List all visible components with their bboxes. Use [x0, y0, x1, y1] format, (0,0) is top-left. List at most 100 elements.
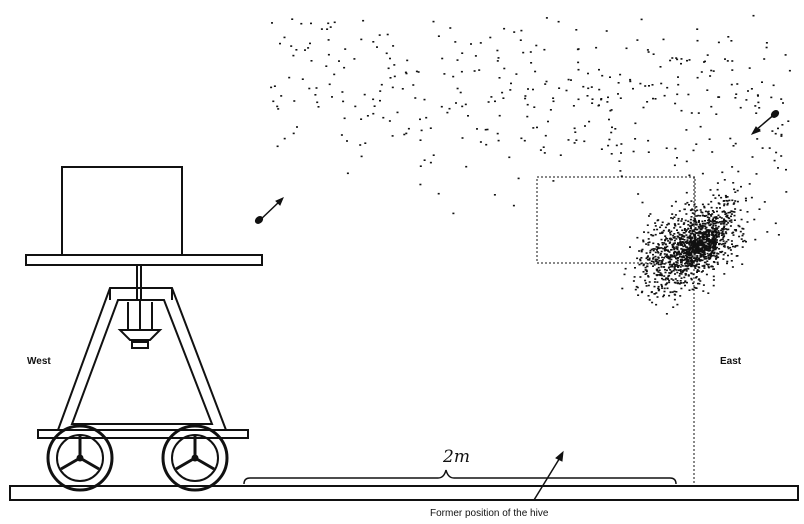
bee-dot	[693, 240, 695, 242]
bee-dot	[701, 251, 704, 254]
bee-dot	[669, 254, 672, 256]
bee-dot	[699, 125, 702, 128]
bee-dot	[701, 231, 704, 234]
bee-dot	[629, 78, 632, 81]
bee-dot	[657, 244, 660, 246]
bee-dot	[732, 231, 735, 234]
bee-dot	[703, 265, 706, 268]
bee-dot	[671, 265, 674, 268]
bee-dot	[498, 114, 501, 117]
bee-dot	[715, 258, 717, 260]
bee-dot	[673, 233, 676, 235]
bee-dot	[689, 233, 692, 235]
bee-dot	[539, 149, 542, 151]
bee-dot	[708, 257, 711, 260]
bee-dot	[686, 201, 689, 204]
bee-dot	[598, 104, 600, 106]
bee-dot	[570, 79, 572, 81]
bee-dot	[707, 263, 710, 266]
bee-dot	[619, 97, 622, 99]
bee-dot	[309, 42, 311, 45]
bee-dot	[587, 72, 589, 75]
bee-dot	[673, 236, 676, 238]
bee-dot	[774, 132, 777, 135]
bee-dot	[695, 276, 698, 278]
bee-dot	[736, 189, 739, 192]
bee-dot	[667, 275, 670, 277]
bee-dot	[674, 278, 677, 280]
bee-dot	[690, 251, 693, 254]
bee-dot	[688, 247, 691, 249]
bee-dot	[315, 87, 318, 89]
bee-dot	[691, 246, 694, 249]
bee-dot	[487, 101, 490, 103]
bee-dot	[655, 274, 658, 276]
bee-dot	[658, 274, 661, 276]
bee-dot	[681, 238, 684, 240]
bee-dot	[496, 49, 499, 52]
bee-dot	[474, 55, 477, 57]
bee-dot	[716, 261, 719, 264]
bee-dot	[644, 279, 647, 282]
bee-dot	[733, 214, 736, 217]
bee-dot	[712, 223, 715, 225]
bee-dot	[710, 215, 713, 217]
bee-dot	[670, 217, 673, 219]
bee-dot	[653, 248, 656, 250]
bee-dot	[279, 42, 281, 45]
bee-dot	[634, 122, 637, 125]
bee-dot	[679, 269, 682, 272]
table-top	[25, 254, 263, 266]
bee-dot	[326, 28, 329, 30]
bee-dot	[690, 216, 693, 218]
bee-dot	[656, 258, 659, 261]
bee-dot	[373, 105, 376, 107]
bee-dot	[366, 115, 369, 117]
bee-dot	[657, 243, 660, 245]
bee-dot	[567, 139, 570, 141]
bee-dot	[659, 263, 662, 266]
bee-dot	[623, 273, 626, 276]
bee-dot	[707, 203, 710, 206]
bee-dot	[732, 145, 735, 147]
bee-dot	[689, 245, 692, 247]
spoked-wheel-icon	[161, 424, 229, 492]
bee-dot	[657, 271, 660, 273]
bee-dot	[696, 209, 699, 212]
bee-dot	[455, 102, 457, 104]
bee-dot	[726, 262, 728, 265]
bee-dot	[707, 222, 710, 225]
bee-dot	[650, 262, 653, 265]
bee-dot	[687, 264, 690, 267]
bee-dot	[685, 191, 688, 194]
bee-dot	[698, 282, 701, 285]
bee-dot	[716, 241, 718, 243]
bee-dot	[644, 266, 647, 269]
bee-dot	[629, 80, 632, 83]
bee-dot	[703, 245, 706, 248]
bee-dot	[677, 242, 679, 244]
bee-dot	[441, 57, 444, 60]
bee-dot	[420, 129, 423, 132]
bee-dot	[663, 263, 666, 265]
bee-dot	[784, 54, 787, 56]
bee-dot	[716, 235, 719, 237]
bee-dot	[711, 221, 714, 223]
bee-dot	[787, 120, 790, 122]
bee-dot	[667, 278, 669, 280]
bee-dot	[652, 260, 655, 263]
bee-dot	[742, 228, 745, 230]
bee-dot	[687, 236, 690, 239]
bee-dot	[691, 262, 694, 264]
bee-dot	[645, 243, 648, 245]
bee-dot	[704, 246, 707, 249]
bee-dot	[292, 132, 295, 135]
bee-dot	[761, 81, 763, 83]
bee-dot	[730, 260, 733, 262]
bee-dot	[715, 254, 718, 257]
bee-dot	[652, 97, 654, 100]
bee-dot	[716, 252, 719, 255]
bee-dot	[715, 216, 718, 218]
bee-dot	[703, 258, 706, 260]
bee-dot	[379, 90, 382, 92]
